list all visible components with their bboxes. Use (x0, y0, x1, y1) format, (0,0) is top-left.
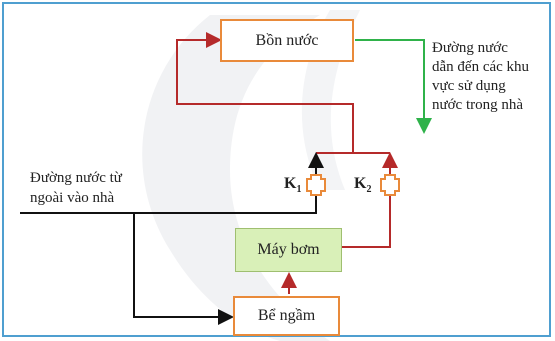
valve-k2-icon (380, 174, 400, 196)
pump-box: Máy bơm (235, 228, 342, 272)
valve-k2-label: K2 (354, 175, 372, 196)
outlet-pipe (355, 39, 432, 134)
pump-to-k2-pipe (342, 195, 391, 248)
inlet-pipe (20, 195, 317, 214)
inlet-label-line-2: ngoài vào nhà (30, 190, 115, 206)
pump-label: Máy bơm (257, 241, 320, 258)
cistern-label: Bể ngầm (257, 307, 316, 324)
valve-k1-label: K1 (284, 175, 302, 196)
inlet-to-cistern-pipe (133, 213, 234, 325)
valve-k1-icon (306, 174, 326, 196)
diagram-frame (2, 2, 551, 337)
outlet-label-line-1: Đường nước (432, 40, 508, 56)
outlet-label-line-2: dẫn đến các khu (432, 59, 530, 75)
outlet-label-line-3: vực sử dụng (432, 78, 506, 94)
inlet-label-line-1: Đường nước từ (30, 170, 122, 186)
cistern-box: Bể ngầm (233, 296, 340, 336)
outlet-label-line-4: nước trong nhà (432, 97, 524, 113)
riser-pipe (176, 32, 354, 153)
water-tank-box: Bồn nước (220, 19, 354, 62)
water-tank-label: Bồn nước (255, 31, 319, 49)
